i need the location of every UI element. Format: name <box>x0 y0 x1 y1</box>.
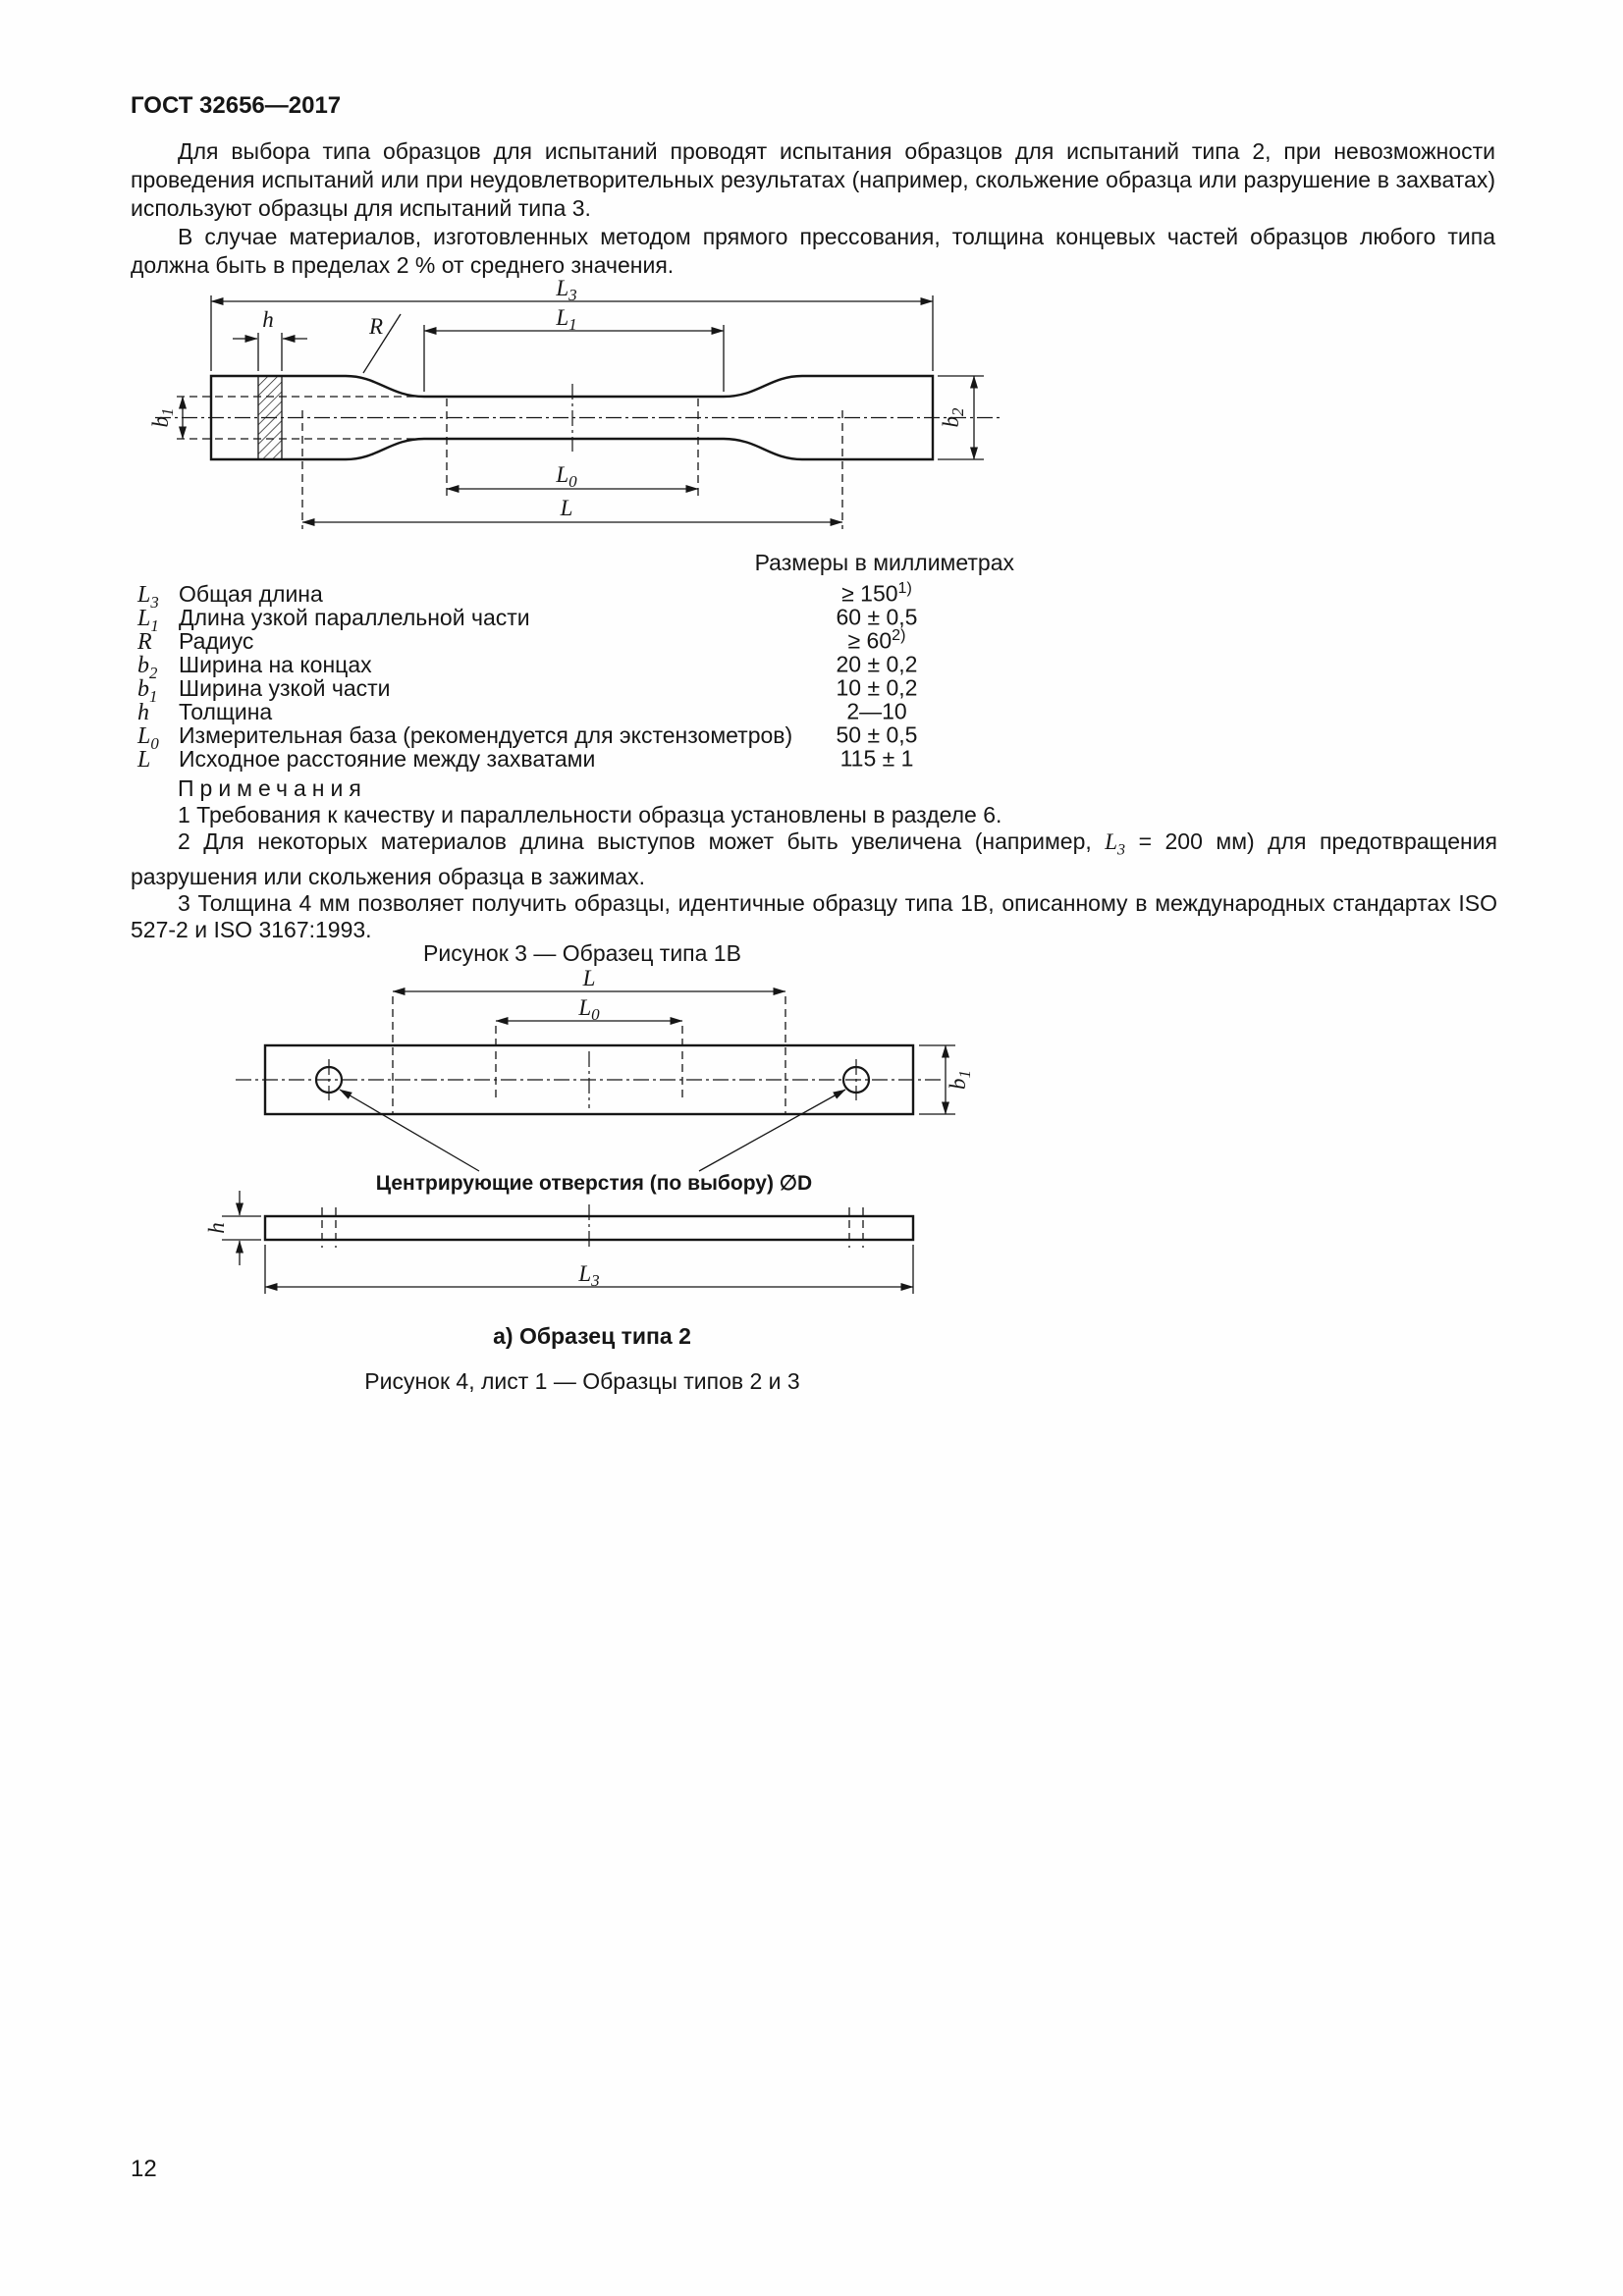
dimension-b1: b1 <box>148 396 187 440</box>
dimension-symbol: b1 <box>137 675 158 706</box>
label-b1: b1 <box>946 1070 974 1090</box>
table-row: R Радиус ≥ 602) <box>137 626 955 655</box>
label-b2: b2 <box>939 407 967 428</box>
page-number: 12 <box>131 2156 157 2182</box>
notes-title: Примечания <box>178 775 367 801</box>
dimension-value: ≥ 1501) <box>841 579 912 607</box>
table-row: h Толщина 2—10 <box>137 697 955 725</box>
dimension-name: Ширина на концах <box>179 651 372 677</box>
label-L0: L0 <box>577 995 600 1024</box>
figure4-caption: Рисунок 4, лист 1 — Образцы типов 2 и 3 <box>364 1368 800 1394</box>
dimension-symbol: L <box>137 746 151 773</box>
table-row: L Исходное расстояние между захватами 11… <box>137 744 955 773</box>
note-2: 2 Для некоторых материалов длина выступо… <box>131 828 1497 889</box>
dimension-L0: L0 <box>495 995 683 1102</box>
dimension-h: h <box>204 1191 261 1265</box>
dimension-name: Исходное расстояние между захватами <box>179 745 596 772</box>
dimension-table: L3 Общая длина ≥ 1501) L1 Длина узкой па… <box>137 579 955 773</box>
label-h: h <box>204 1222 229 1234</box>
note-1: 1 Требования к качеству и параллельности… <box>178 802 1002 828</box>
hole-callout: Центрирующие отверстия (по выбору) ∅D <box>339 1089 846 1195</box>
dimension-value: ≥ 602) <box>847 626 906 654</box>
dimension-value: 20 ± 0,2 <box>836 651 918 677</box>
dimension-h: h <box>233 307 307 371</box>
figure4-specimen-drawing: L L0 b1 Центрирующие отверстия (по выб <box>204 966 974 1294</box>
label-b1: b1 <box>148 408 177 428</box>
label-L: L <box>560 496 573 520</box>
dimension-L0: L0 <box>446 462 699 493</box>
dimension-name: Длина узкой параллельной части <box>179 604 530 630</box>
table-row: b1 Ширина узкой части 10 ± 0,2 <box>137 673 955 706</box>
figure3-caption: Рисунок 3 — Образец типа 1В <box>423 940 741 966</box>
table-row: L0 Измерительная база (рекомендуется для… <box>137 721 955 753</box>
paragraph-2: В случае материалов, изготовленных метод… <box>131 224 1495 278</box>
dimension-L3: L3 <box>210 276 934 371</box>
centerlines <box>155 384 1003 452</box>
dimension-symbol: b2 <box>137 652 158 682</box>
label-L0: L0 <box>555 462 577 491</box>
label-L3: L3 <box>577 1261 599 1290</box>
dimension-value: 10 ± 0,2 <box>836 674 918 701</box>
centering-hole-left <box>314 1065 344 1095</box>
figure3-specimen-drawing: L3 L1 h R b1 b2 <box>148 276 1003 529</box>
label-L1: L1 <box>555 305 576 334</box>
figure4-subcaption: а) Образец типа 2 <box>493 1323 691 1349</box>
label-L3: L3 <box>555 276 576 304</box>
dimension-L1: L1 <box>423 305 725 392</box>
dimension-symbol: R <box>137 628 152 655</box>
intro-text: Для выбора типа образцов для испытаний п… <box>131 137 1495 280</box>
dimension-name: Радиус <box>179 627 254 654</box>
label-L: L <box>582 966 596 990</box>
dimension-symbol: h <box>137 699 149 725</box>
dimension-name: Измерительная база (рекомендуется для эк… <box>179 721 793 748</box>
hole-callout-label: Центрирующие отверстия (по выбору) ∅D <box>376 1172 812 1195</box>
dimension-name: Ширина узкой части <box>179 674 391 701</box>
dimension-symbol: L1 <box>137 605 159 635</box>
table-row: L1 Длина узкой параллельной части 60 ± 0… <box>137 603 955 635</box>
dimension-name: Толщина <box>179 698 273 724</box>
notes-section: Примечания 1 Требования к качеству и пар… <box>131 775 1497 943</box>
extension-lines <box>177 396 843 529</box>
label-h: h <box>262 307 274 332</box>
table-row: L3 Общая длина ≥ 1501) <box>137 579 955 611</box>
dimension-symbol: L3 <box>137 581 159 612</box>
dimension-b1: b1 <box>919 1044 974 1115</box>
label-R: R <box>368 314 383 339</box>
paragraph-1: Для выбора типа образцов для испытаний п… <box>131 138 1495 221</box>
dimension-value: 50 ± 0,5 <box>836 721 918 748</box>
dimension-b2: b2 <box>938 375 984 460</box>
units-note: Размеры в миллиметрах <box>754 550 1014 575</box>
cross-section-hatch <box>257 375 283 460</box>
dimension-symbol: L0 <box>137 722 159 753</box>
dimension-L: L <box>392 966 786 1114</box>
radius-callout: R <box>362 313 402 374</box>
dimension-name: Общая длина <box>179 580 323 607</box>
centering-hole-right <box>841 1065 871 1095</box>
dimension-L3: L3 <box>264 1245 914 1294</box>
specimen-top-view <box>263 1043 915 1116</box>
dimension-value: 115 ± 1 <box>839 745 914 772</box>
document-header: ГОСТ 32656—2017 <box>131 92 342 119</box>
specimen-outline <box>209 374 935 461</box>
dimension-L: L <box>301 496 843 526</box>
table-row: b2 Ширина на концах 20 ± 0,2 <box>137 650 955 682</box>
note-3: 3 Толщина 4 мм позволяет получить образц… <box>131 889 1497 942</box>
side-view <box>263 1204 915 1251</box>
dimension-value: 2—10 <box>846 698 907 724</box>
dimension-value: 60 ± 0,5 <box>836 604 918 630</box>
